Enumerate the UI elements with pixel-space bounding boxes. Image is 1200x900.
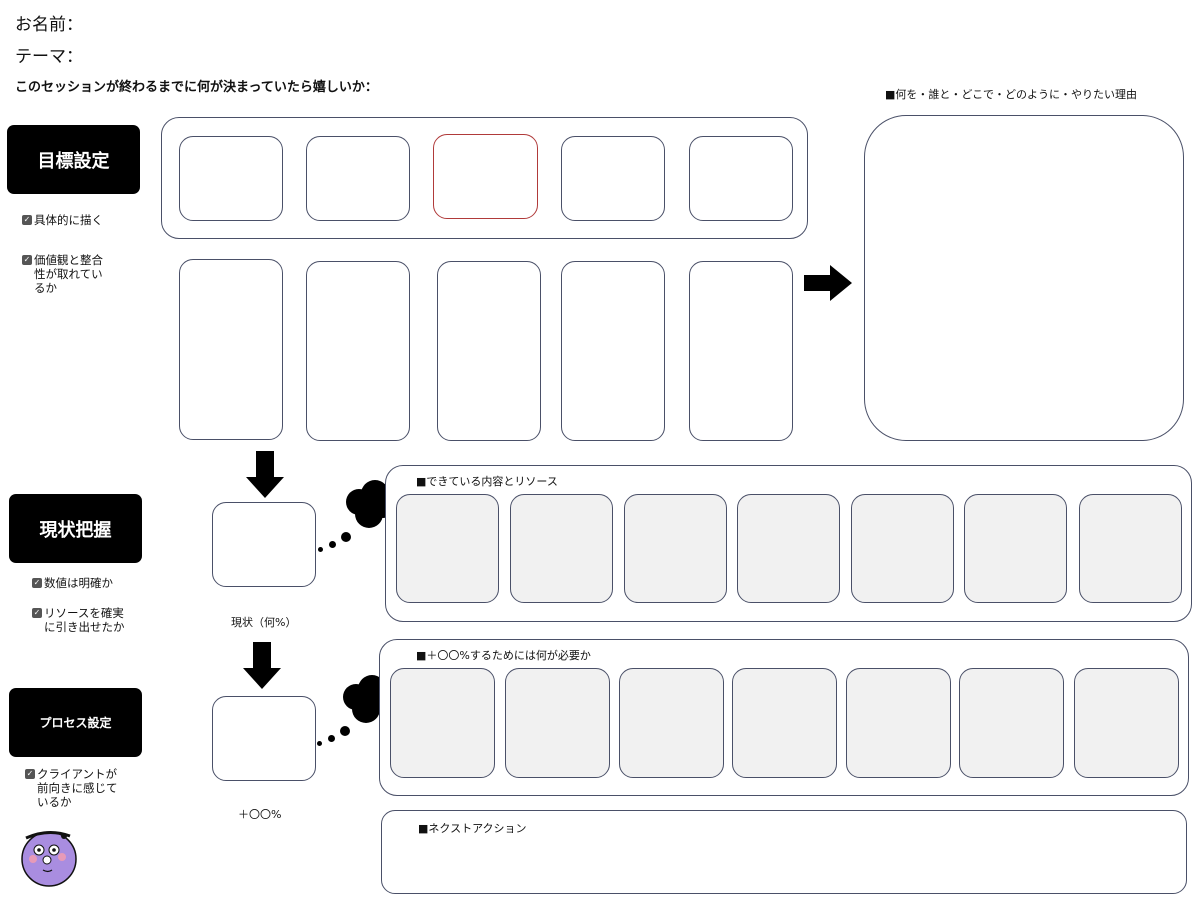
thought-dot <box>318 547 323 552</box>
name-label: お名前： <box>15 15 83 35</box>
session-question: このセッションが終わるまでに何が決まっていたら嬉しいか： <box>15 80 378 95</box>
resource-card[interactable] <box>624 494 727 603</box>
goal-card[interactable] <box>689 136 793 221</box>
resource-card[interactable] <box>851 494 954 603</box>
need-card[interactable] <box>505 668 610 778</box>
needs-title: ■＋〇〇%するためには何が必要か <box>416 649 591 662</box>
current-status-box[interactable] <box>212 502 316 587</box>
goal-tall-card[interactable] <box>561 261 665 441</box>
need-card[interactable] <box>959 668 1064 778</box>
need-card[interactable] <box>732 668 837 778</box>
thought-dot <box>317 741 322 746</box>
current-check-1: 数値は明確か <box>32 576 113 590</box>
goal-tall-card[interactable] <box>179 259 283 440</box>
theme-label: テーマ： <box>15 47 83 67</box>
goal-card-highlighted[interactable] <box>433 134 538 219</box>
mascot-face-icon <box>21 831 77 887</box>
thought-cloud-icon <box>346 480 391 528</box>
resources-title: ■できている内容とリソース <box>416 475 558 488</box>
resource-card[interactable] <box>964 494 1067 603</box>
checkbox-icon <box>25 769 35 779</box>
reason-box[interactable] <box>864 115 1184 441</box>
goal-check-1: 具体的に描く <box>22 213 103 227</box>
checkbox-icon <box>22 255 32 265</box>
target-box[interactable] <box>212 696 316 781</box>
process-setting-label: プロセス設定 <box>9 688 142 757</box>
need-card[interactable] <box>1074 668 1179 778</box>
current-check-2: リソースを確実 に引き出せたか <box>32 606 125 634</box>
status-caption: 現状（何%） <box>231 616 297 629</box>
checkbox-icon <box>22 215 32 225</box>
need-card[interactable] <box>846 668 951 778</box>
goal-tall-card[interactable] <box>437 261 541 441</box>
goal-check-2: 価値観と整合 性が取れてい るか <box>22 253 103 295</box>
goal-setting-label: 目標設定 <box>7 125 140 194</box>
goal-card[interactable] <box>179 136 283 221</box>
resource-card[interactable] <box>510 494 613 603</box>
process-check-1: クライアントが 前向きに感じて いるか <box>25 767 118 809</box>
checkbox-icon <box>32 608 42 618</box>
current-state-label: 現状把握 <box>9 494 142 563</box>
goal-card[interactable] <box>306 136 410 221</box>
arrow-down-icon <box>243 642 281 689</box>
checkbox-icon <box>32 578 42 588</box>
thought-dot <box>341 532 351 542</box>
goal-card[interactable] <box>561 136 665 221</box>
resource-card[interactable] <box>737 494 840 603</box>
next-action-box[interactable] <box>381 810 1187 894</box>
thought-dot <box>329 541 336 548</box>
arrow-right-icon <box>804 265 852 301</box>
thought-dot <box>340 726 350 736</box>
thought-dot <box>328 735 335 742</box>
goal-tall-card[interactable] <box>689 261 793 441</box>
resource-card[interactable] <box>396 494 499 603</box>
goal-tall-card[interactable] <box>306 261 410 441</box>
arrow-down-icon <box>246 451 284 498</box>
need-card[interactable] <box>390 668 495 778</box>
reason-title: ■何を・誰と・どこで・どのように・やりたい理由 <box>885 88 1138 101</box>
target-caption: ＋〇〇% <box>238 808 282 821</box>
next-action-title: ■ネクストアクション <box>418 822 527 835</box>
need-card[interactable] <box>619 668 724 778</box>
resource-card[interactable] <box>1079 494 1182 603</box>
